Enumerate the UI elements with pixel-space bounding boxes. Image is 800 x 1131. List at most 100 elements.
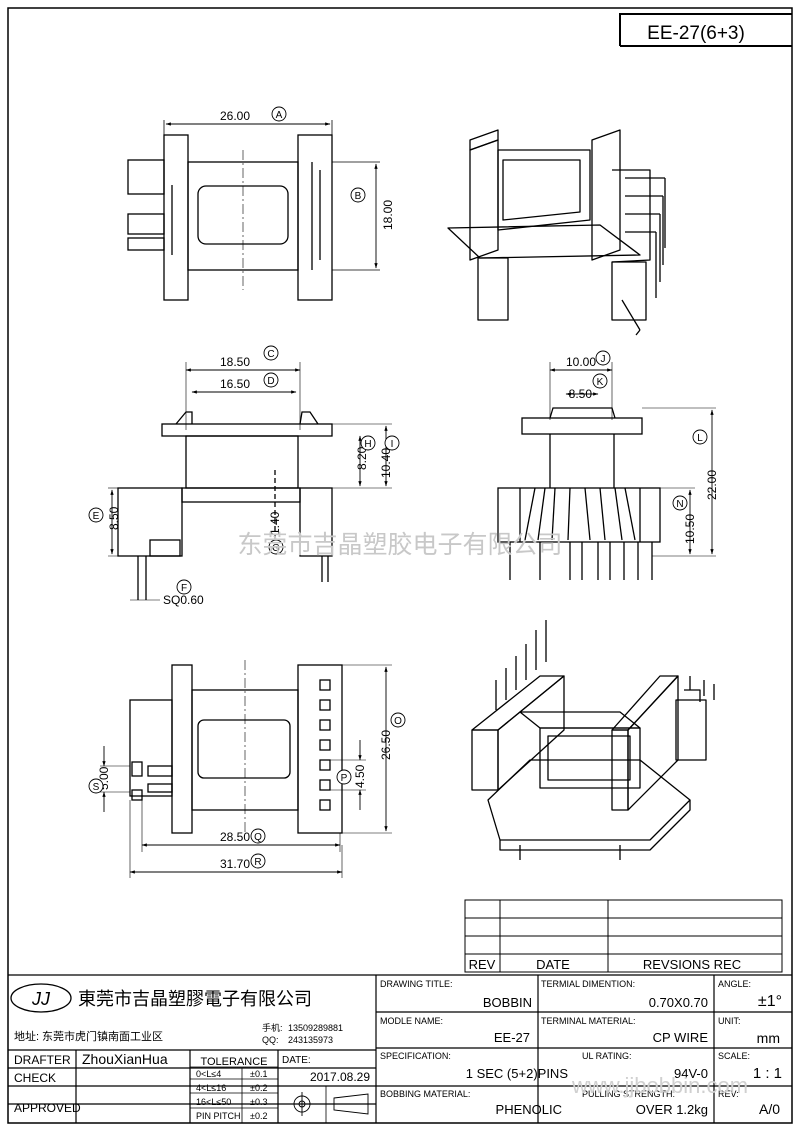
company-phone: 13509289881 <box>288 1023 343 1033</box>
scale-label: SCALE: <box>718 1051 750 1061</box>
check-label: CHECK <box>14 1071 56 1085</box>
svg-text:18.00: 18.00 <box>381 200 395 230</box>
company-qq-label: QQ: <box>262 1035 279 1045</box>
dim-C-value: 18.50 <box>220 355 250 369</box>
bobbin-material-label: BOBBING MATERIAL: <box>380 1089 470 1099</box>
tolerance-value-4: ±0.2 <box>250 1111 267 1121</box>
company-address: 东莞市虎门镇南面工业区 <box>42 1029 163 1043</box>
svg-text:F: F <box>181 583 187 594</box>
tolerance-range-1: 0<L≤4 <box>196 1069 221 1079</box>
unit-value: mm <box>757 1030 780 1046</box>
company-logo: JJ <box>10 983 72 1013</box>
side-view-dims: 10.00 J 8.50 K 22.00 L 10.50 N <box>549 350 719 557</box>
rev-value: A/0 <box>759 1101 780 1117</box>
part-number: EE-27(6+3) <box>647 23 745 44</box>
projection-symbol-icon <box>288 1092 369 1116</box>
dim-F-value: SQ0.60 <box>163 593 204 607</box>
svg-text:I: I <box>391 439 394 450</box>
company-address-label: 地址: <box>14 1029 39 1043</box>
rev-table-header-date: DATE <box>536 957 570 972</box>
drafter-label: DRAFTER <box>14 1053 71 1067</box>
isometric-view-bottom <box>471 620 715 860</box>
terminal-material-label: TERMINAL MATERIAL: <box>541 1016 636 1026</box>
dim-Q-value: 28.50 <box>220 830 250 844</box>
terminal-material: CP WIRE <box>653 1030 709 1045</box>
dim-E-value: 8.50 <box>107 506 121 530</box>
svg-text:G: G <box>272 543 280 554</box>
rev-label: REV: <box>718 1089 739 1099</box>
svg-text:B: B <box>355 191 362 202</box>
tolerance-value-2: ±0.2 <box>250 1083 267 1093</box>
tolerance-value-1: ±0.1 <box>250 1069 267 1079</box>
dim-H-value: 8.20 <box>355 446 369 470</box>
dim-A: 26.00 A <box>165 106 331 126</box>
drawing-title-label: DRAWING TITLE: <box>380 979 453 989</box>
angle-label: ANGLE: <box>718 979 751 989</box>
drawing-title: BOBBIN <box>483 995 532 1010</box>
date-label: DATE: <box>282 1055 311 1066</box>
terminal-dimention: 0.70X0.70 <box>649 995 708 1010</box>
company-phone-label: 手机: <box>262 1022 283 1033</box>
svg-text:J: J <box>601 354 606 365</box>
top-view <box>127 120 380 301</box>
tolerance-range-4: PIN PITCH <box>196 1111 241 1121</box>
model-name-label: MODLE NAME: <box>380 1016 443 1026</box>
svg-text:H: H <box>364 439 371 450</box>
dim-P-value: 4.50 <box>353 764 367 788</box>
dim-I-value: 10.40 <box>379 448 393 478</box>
front-view-dims: 18.50 C 16.50 D 8.20 H 10.40 I 8.50 E SQ… <box>88 345 400 607</box>
approved-label: APPROVED <box>14 1101 81 1115</box>
drafter-name: ZhouXianHua <box>82 1051 168 1067</box>
isometric-view-top <box>447 129 666 336</box>
pulling-strength: OVER 1.2kg <box>636 1102 708 1117</box>
rev-table-header-rev: REV <box>469 957 496 972</box>
svg-text:A: A <box>276 110 283 121</box>
front-view <box>117 411 333 600</box>
tolerance-range-3: 16<L≤50 <box>196 1097 231 1107</box>
svg-text:P: P <box>341 773 348 784</box>
svg-text:Q: Q <box>254 832 262 843</box>
company-qq: 243135973 <box>288 1035 333 1045</box>
svg-text:C: C <box>267 349 274 360</box>
specification: 1 SEC (5+2)PINS <box>466 1066 569 1081</box>
svg-text:O: O <box>394 716 402 727</box>
dim-R-value: 31.70 <box>220 857 250 871</box>
dim-D-value: 16.50 <box>220 377 250 391</box>
page-border <box>7 7 793 1124</box>
bobbin-material: PHENOLIC <box>496 1102 562 1117</box>
dim-N-value: 10.50 <box>683 514 697 544</box>
angle-value: ±1° <box>758 993 782 1010</box>
date-value: 2017.08.29 <box>310 1070 370 1084</box>
svg-text:N: N <box>676 499 683 510</box>
rev-table-header-recs: REVSIONS REC <box>643 957 741 972</box>
unit-label: UNIT: <box>718 1016 741 1026</box>
dim-G-value: 1.40 <box>268 511 282 535</box>
dim-L-value: 22.00 <box>705 470 719 500</box>
specification-label: SPECIFICATION: <box>380 1051 451 1061</box>
terminal-dimention-label: TERMIAL DIMENTION: <box>541 979 635 989</box>
revision-table <box>464 899 783 973</box>
bottom-view <box>129 660 343 835</box>
svg-text:S: S <box>93 782 100 793</box>
pulling-strength-label: PULLING STRENGTH: <box>582 1089 675 1099</box>
scale-value: 1 : 1 <box>753 1065 782 1082</box>
bottom-view-dims: 26.50 O 4.50 P 28.50 Q 31.70 R 5.00 S <box>88 664 406 878</box>
tolerance-range-2: 4<L≤16 <box>196 1083 226 1093</box>
svg-text:R: R <box>254 857 261 868</box>
model-name: EE-27 <box>494 1030 530 1045</box>
footer-watermark: www.jjbobbin.com <box>571 1073 748 1098</box>
dim-J-value: 10.00 <box>566 355 596 369</box>
svg-text:26.00: 26.00 <box>220 109 250 123</box>
tolerance-value-3: ±0.3 <box>250 1097 267 1107</box>
side-view <box>497 407 661 580</box>
company-name: 東莞市吉晶塑膠電子有限公司 <box>78 989 312 1009</box>
tolerance-label: TOLERANCE <box>200 1056 267 1068</box>
watermark: 东莞市吉晶塑胶电子有限公司 <box>237 531 562 559</box>
dim-O-value: 26.50 <box>379 730 393 760</box>
dim-K-value: 8.50 <box>569 387 593 401</box>
part-number-box: EE-27(6+3) <box>619 13 792 47</box>
dim-B: 18.00 B <box>350 163 395 269</box>
ul-rating: 94V-0 <box>674 1066 708 1081</box>
ul-rating-label: UL RATING: <box>582 1051 632 1061</box>
